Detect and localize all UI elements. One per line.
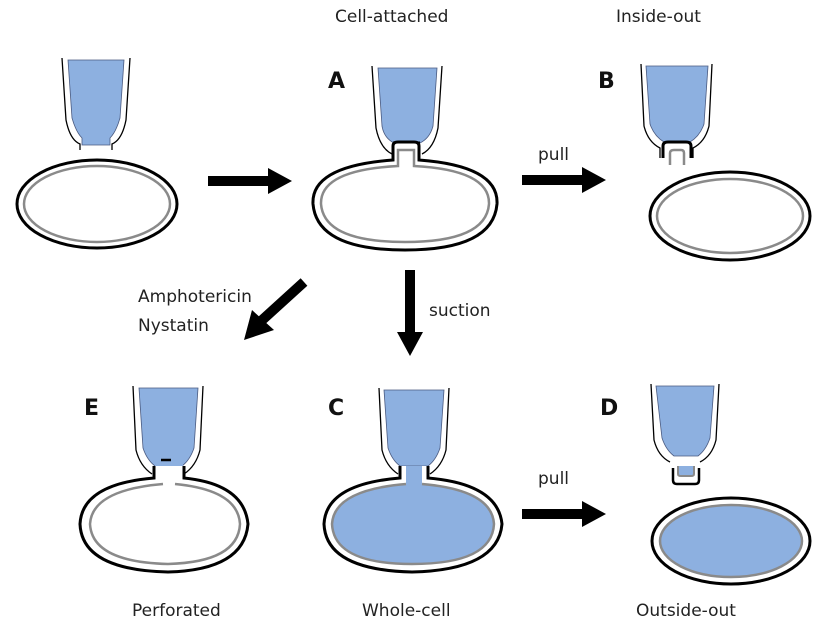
pipette-E [132, 385, 204, 480]
letter-E: E [84, 396, 99, 421]
letter-B: B [598, 69, 615, 94]
label-nystatin: Nystatin [138, 316, 209, 336]
title-outside-out: Outside-out [636, 601, 736, 621]
panel-A: Cell-attached A [311, 7, 499, 252]
cell-C [322, 466, 504, 574]
label-pull-top: pull [538, 145, 569, 165]
label-pull-bottom: pull [538, 469, 569, 489]
title-inside-out: Inside-out [616, 7, 701, 27]
label-amphotericin: Amphotericin [138, 287, 252, 307]
pipette-B [640, 63, 713, 158]
letter-A: A [328, 69, 345, 94]
membrane-patch-B [661, 140, 693, 165]
letter-D: D [600, 396, 618, 421]
pipette-C [378, 387, 450, 475]
arrow-start-to-A [208, 168, 292, 194]
start-stage [15, 57, 179, 250]
cell-A [311, 140, 499, 252]
arrow-A-to-E: Amphotericin Nystatin [138, 278, 308, 340]
panel-D: D Outside-out [600, 383, 812, 621]
arrow-A-to-B: pull [522, 145, 606, 193]
letter-C: C [328, 396, 344, 421]
arrow-C-to-D: pull [522, 469, 606, 527]
title-whole-cell: Whole-cell [362, 601, 451, 621]
panel-C: C Whole-cell [322, 387, 504, 621]
cell-D [650, 496, 812, 586]
pipette-D [650, 383, 720, 486]
cell-B [648, 170, 812, 262]
panel-B: Inside-out B [598, 7, 812, 262]
pipette-start [61, 57, 131, 150]
cell-E [78, 466, 250, 574]
panel-E: E Perforated [78, 385, 250, 621]
arrow-A-to-C: suction [397, 270, 491, 356]
label-suction: suction [429, 301, 491, 321]
title-perforated: Perforated [132, 601, 221, 621]
title-cell-attached: Cell-attached [335, 7, 448, 27]
cell-start [15, 158, 179, 250]
